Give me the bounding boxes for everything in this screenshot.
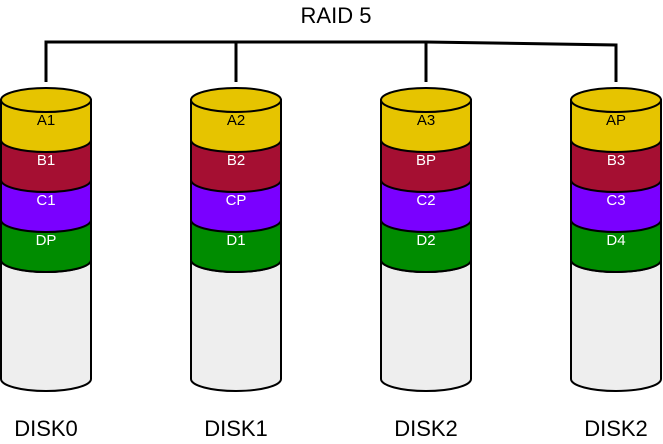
block-label: C2 bbox=[416, 192, 435, 209]
block-label: D4 bbox=[606, 232, 625, 249]
block-label: DP bbox=[36, 232, 57, 249]
block-C1 bbox=[0, 179, 92, 233]
block-label: B1 bbox=[37, 152, 55, 169]
block-label: A2 bbox=[227, 112, 245, 129]
bus-connector bbox=[44, 40, 618, 82]
block-label: BP bbox=[416, 152, 436, 169]
block-label: A1 bbox=[37, 112, 55, 129]
block-label: C1 bbox=[36, 192, 55, 209]
block-BP bbox=[380, 139, 472, 193]
block-label: D2 bbox=[416, 232, 435, 249]
block-B1 bbox=[0, 139, 92, 193]
block-D2 bbox=[380, 219, 472, 273]
block-AP bbox=[570, 99, 662, 153]
block-D4 bbox=[570, 219, 662, 273]
disk-label: DISK1 bbox=[204, 416, 268, 441]
block-DP bbox=[0, 219, 92, 273]
block-B3 bbox=[570, 139, 662, 193]
block-D1 bbox=[190, 219, 282, 273]
bus-line bbox=[44, 40, 618, 82]
disk-3: D4 C3 B3 AP DISK2 bbox=[570, 87, 662, 441]
block-A1 bbox=[0, 99, 92, 153]
disk-label: DISK2 bbox=[584, 416, 648, 441]
disk-empty-space bbox=[380, 259, 472, 392]
block-label: B3 bbox=[607, 152, 625, 169]
block-label: AP bbox=[606, 112, 626, 129]
block-label: B2 bbox=[227, 152, 245, 169]
block-C2 bbox=[380, 179, 472, 233]
block-label: CP bbox=[226, 192, 247, 209]
block-C3 bbox=[570, 179, 662, 233]
block-CP bbox=[190, 179, 282, 233]
disk-empty-space bbox=[190, 259, 282, 392]
disk-array: DPC1B1A1DISK0D1CPB2A2DISK1D2C2BPA3DISK2D… bbox=[0, 87, 662, 441]
block-B2 bbox=[190, 139, 282, 193]
disk-top-cap bbox=[0, 87, 92, 113]
block-label: C3 bbox=[606, 192, 625, 209]
disk-label: DISK2 bbox=[394, 416, 458, 441]
block-label: A3 bbox=[417, 112, 435, 129]
disk-top-cap bbox=[570, 87, 662, 113]
disk-empty-space bbox=[570, 259, 662, 392]
disk-empty-space bbox=[0, 259, 92, 392]
disk-top-cap bbox=[190, 87, 282, 113]
block-A3 bbox=[380, 99, 472, 153]
diagram-title: RAID 5 bbox=[301, 3, 372, 28]
block-A2 bbox=[190, 99, 282, 153]
block-label: D1 bbox=[226, 232, 245, 249]
disk-label: DISK0 bbox=[14, 416, 78, 441]
disk-top-cap bbox=[380, 87, 472, 113]
